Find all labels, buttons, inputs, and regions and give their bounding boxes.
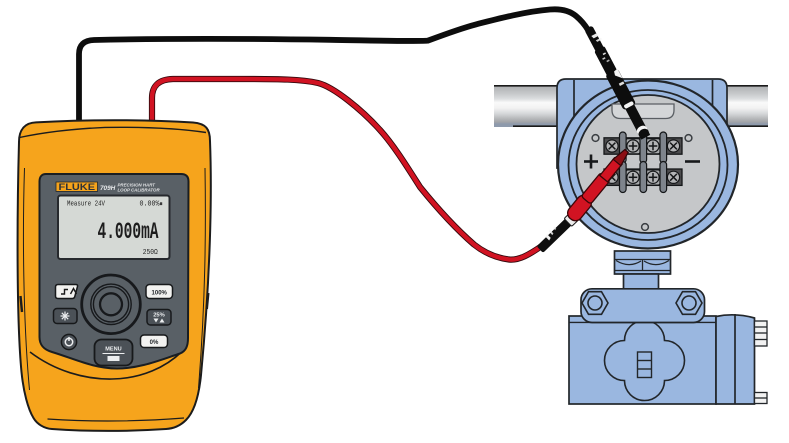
svg-text:FLUKE: FLUKE <box>59 182 96 192</box>
svg-text:250Ω: 250Ω <box>143 249 159 257</box>
svg-text:0.00%: 0.00% <box>140 200 160 208</box>
svg-text:MENU: MENU <box>105 347 121 353</box>
svg-text:4.000mA: 4.000mA <box>98 219 159 245</box>
svg-text:LOOP CALIBRATOR: LOOP CALIBRATOR <box>118 188 161 193</box>
svg-text:Measure 24V: Measure 24V <box>67 200 105 208</box>
svg-text:0%: 0% <box>150 340 159 346</box>
svg-text:709H: 709H <box>100 185 116 192</box>
svg-text:25%: 25% <box>153 313 165 319</box>
svg-text:100%: 100% <box>152 290 168 296</box>
svg-text:PRECISION HART: PRECISION HART <box>118 183 156 188</box>
